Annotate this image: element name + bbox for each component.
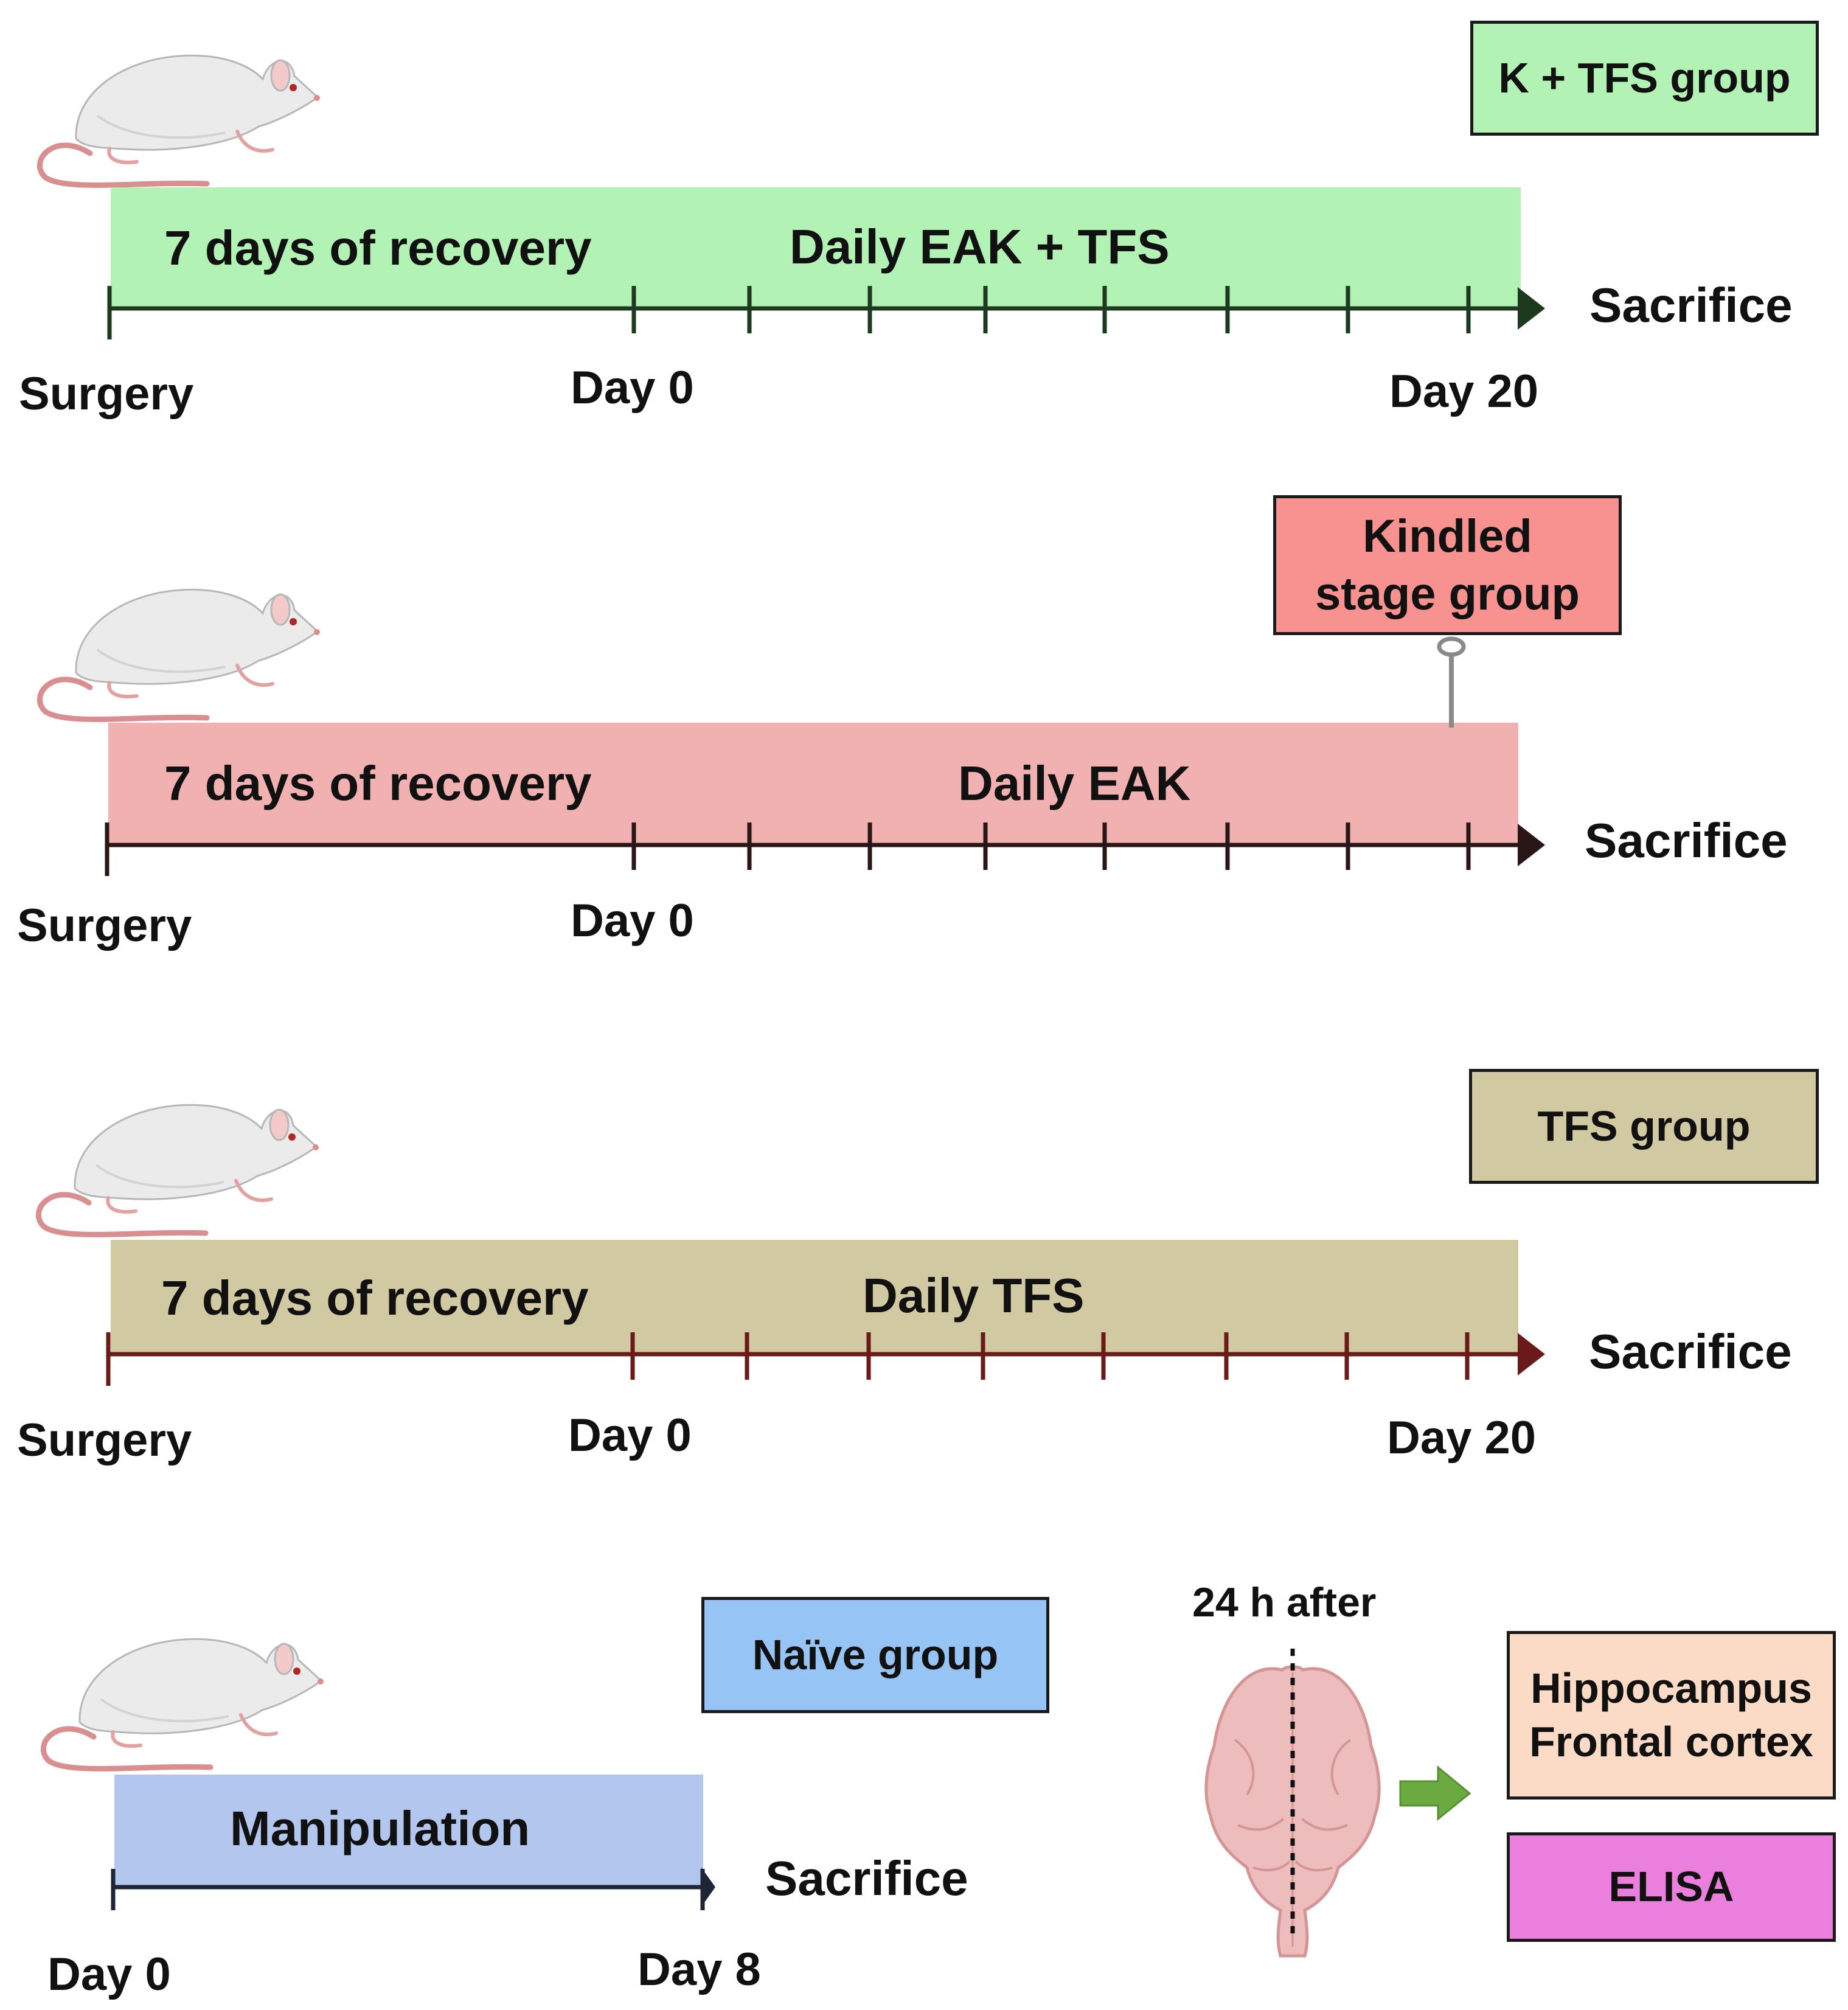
pin-marker-icon [1437, 636, 1466, 728]
surgery-label: Surgery [17, 1414, 192, 1466]
band-tfs [111, 1240, 1518, 1354]
axis-tfs [106, 1332, 1518, 1386]
band-right-text: Daily EAK [958, 756, 1191, 810]
group-label: Naïve group [752, 1630, 999, 1678]
axis-kindled [105, 822, 1518, 876]
tissue-box: Hippocampus Frontal cortex [1507, 1631, 1836, 1800]
band-naive [114, 1775, 703, 1887]
time-after-label: 24 h after [1192, 1579, 1377, 1626]
arrowhead-tfs [1518, 1333, 1545, 1375]
rat-icon-1 [40, 55, 320, 185]
surgery-label: Surgery [17, 900, 192, 951]
band-left-text: 7 days of recovery [164, 756, 592, 810]
group-label: TFS group [1537, 1102, 1751, 1150]
sacrifice-label: Sacrifice [1585, 813, 1788, 868]
band-right-text: Daily TFS [863, 1268, 1085, 1323]
band-left-text: 7 days of recovery [161, 1271, 589, 1325]
day0-label: Day 0 [568, 1410, 692, 1461]
group-box-tfs: TFS group [1469, 1069, 1819, 1184]
rat-icon-4 [43, 1639, 324, 1768]
surgery-label: Surgery [19, 368, 194, 420]
day20-label: Day 20 [1389, 366, 1539, 417]
assay-label: ELISA [1608, 1863, 1734, 1911]
day0-label: Day 0 [571, 895, 694, 947]
day0-label: Day 0 [571, 362, 694, 414]
axis-k-tfs [107, 286, 1518, 339]
arrowhead-k-tfs [1518, 287, 1545, 330]
right-arrow-icon [1399, 1765, 1471, 1821]
day20-label: Day 20 [1387, 1412, 1537, 1464]
sacrifice-label: Sacrifice [1589, 1324, 1792, 1379]
assay-box: ELISA [1507, 1832, 1836, 1942]
brain-icon [1204, 1649, 1381, 1958]
band-left-text: 7 days of recovery [164, 221, 592, 275]
rat-icon-3 [38, 1105, 319, 1234]
band-k-tfs [111, 187, 1521, 309]
group-label-line1: Kindled [1363, 510, 1532, 562]
band-text: Manipulation [230, 1801, 530, 1855]
day0-label: Day 0 [47, 1949, 171, 2000]
group-label: K + TFS group [1498, 54, 1791, 102]
band-right-text: Daily EAK + TFS [790, 220, 1170, 274]
group-box-naive: Naïve group [701, 1597, 1049, 1713]
rat-icon-2 [40, 589, 320, 719]
band-kindled [108, 723, 1518, 844]
tissue-line2: Frontal cortex [1529, 1717, 1813, 1765]
day8-label: Day 8 [637, 1944, 761, 1995]
sacrifice-label: Sacrifice [1589, 278, 1793, 332]
group-label-line2: stage group [1315, 568, 1580, 620]
arrowhead-naive [701, 1868, 715, 1907]
group-box-k-tfs: K + TFS group [1470, 21, 1819, 136]
tissue-line1: Hippocampus [1530, 1664, 1812, 1712]
arrowhead-kindled [1518, 824, 1545, 866]
group-box-kindled: Kindled stage group [1273, 495, 1622, 635]
sacrifice-label: Sacrifice [765, 1851, 968, 1905]
